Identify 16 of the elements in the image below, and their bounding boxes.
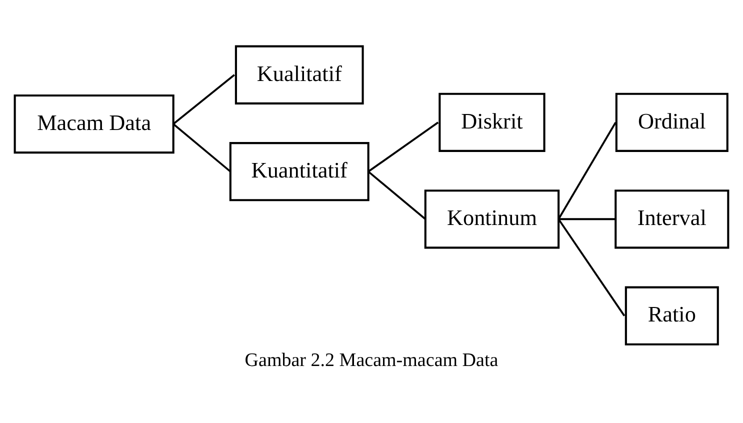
connector — [558, 218, 626, 316]
node-box: Macam Data — [14, 94, 174, 154]
node-box: Diskrit — [438, 92, 546, 152]
node-box: Interval — [614, 189, 730, 248]
node-box: Kuantitatif — [229, 142, 370, 201]
connector — [368, 121, 439, 172]
connector — [368, 170, 426, 220]
caption: Gambar 2.2 Macam-macam Data — [244, 349, 498, 370]
node-box: Ordinal — [615, 92, 728, 152]
connector — [172, 122, 232, 172]
node-box: Kualitatif — [234, 44, 364, 104]
node-box: Kontinum — [424, 189, 560, 248]
connector — [558, 121, 616, 220]
connector — [558, 218, 616, 220]
node-box: Ratio — [624, 286, 719, 345]
connector — [172, 74, 235, 124]
